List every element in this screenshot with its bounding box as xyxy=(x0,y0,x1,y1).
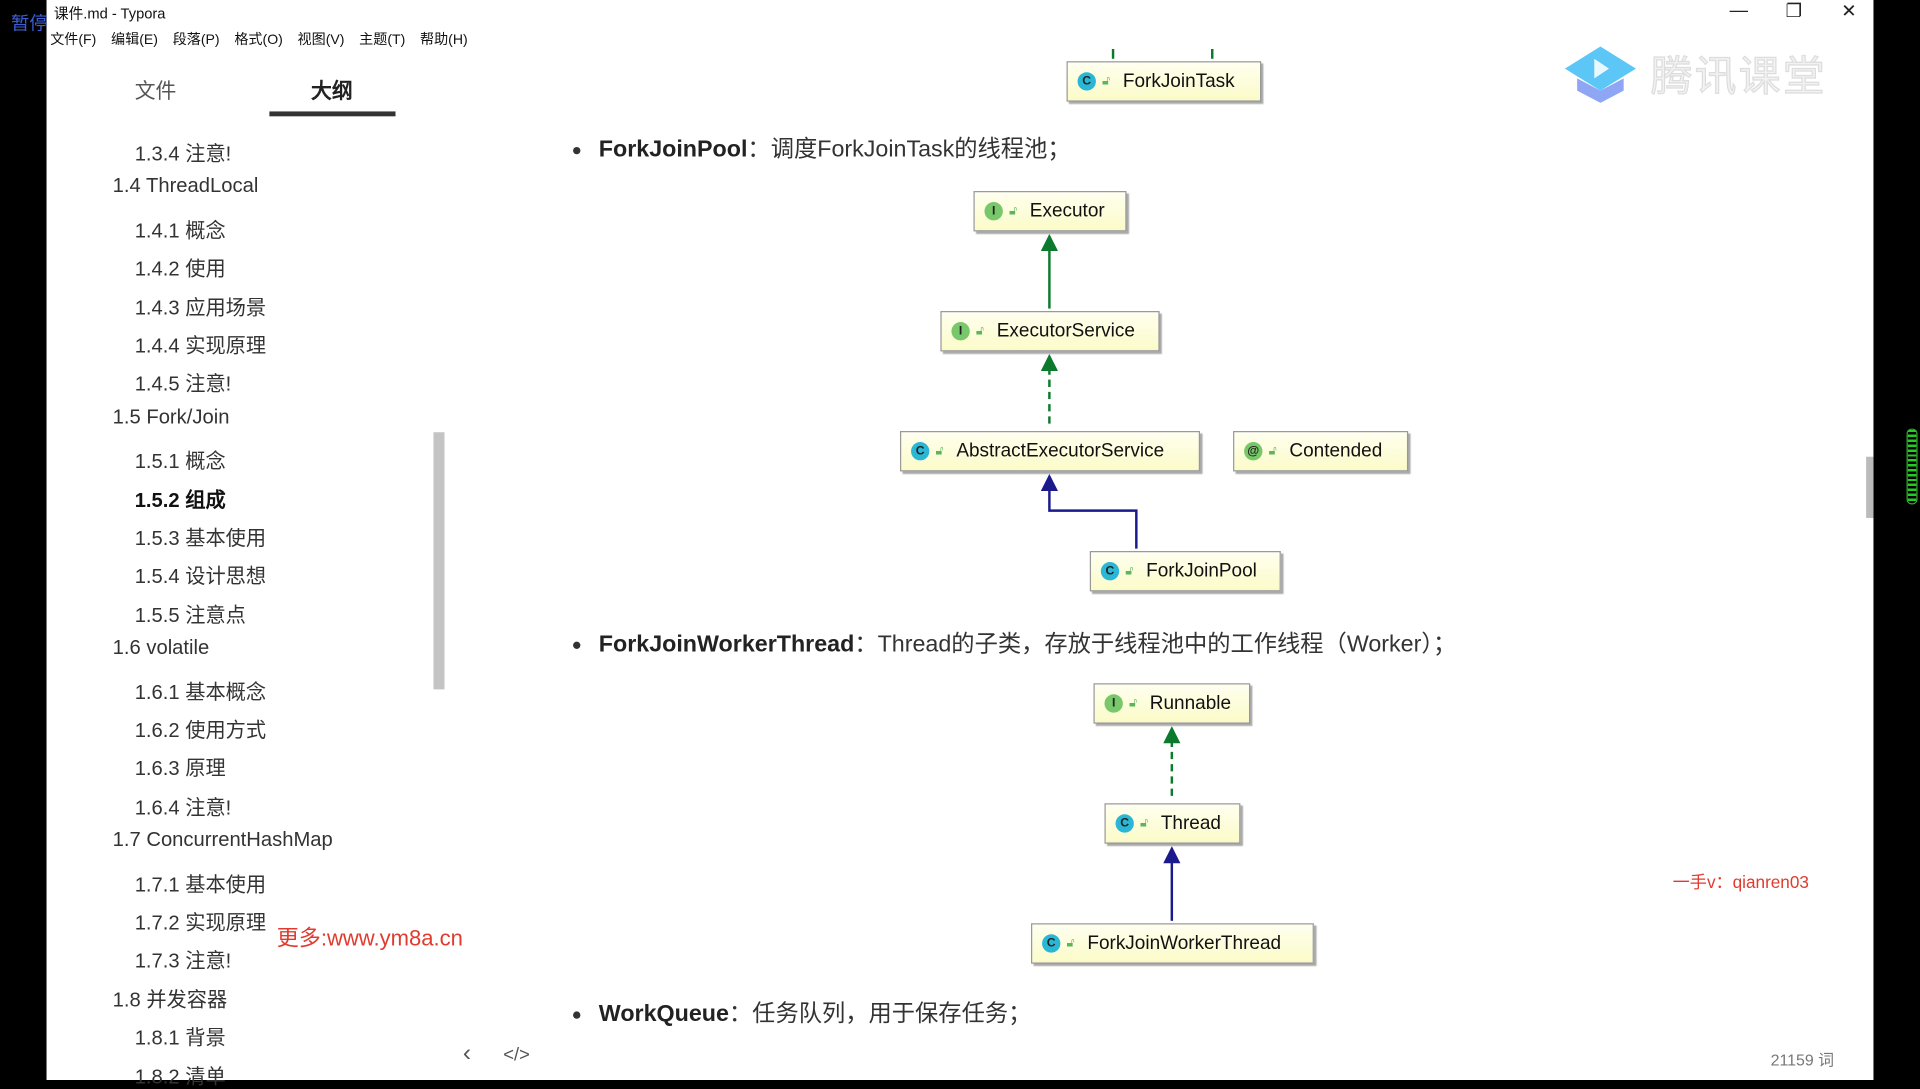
menu-help[interactable]: 帮助(H) xyxy=(420,33,468,48)
class-node-runnable: I 🔓︎ Runnable xyxy=(1093,683,1251,724)
outline-item[interactable]: 1.6.1 基本概念 xyxy=(134,681,267,704)
pause-overlay[interactable]: 暂停 xyxy=(11,13,48,35)
edge-executorservice-executor xyxy=(1040,233,1058,309)
outline-item[interactable]: 1.5.4 设计思想 xyxy=(134,566,267,589)
edge-abstract-executorservice xyxy=(1040,353,1058,429)
bullet-forkjoinpool: ForkJoinPool：调度ForkJoinTask的线程池； xyxy=(573,131,1071,164)
outline-item[interactable]: 1.7.1 基本使用 xyxy=(134,873,267,896)
class-name: ForkJoinWorkerThread xyxy=(1087,932,1282,954)
class-node-forkjoinworkerthread: C 🔓︎ ForkJoinWorkerThread xyxy=(1031,923,1314,964)
outline-item[interactable]: 1.4.2 使用 xyxy=(134,258,226,281)
active-tab-indicator xyxy=(269,111,396,117)
source-mode-button[interactable]: </> xyxy=(503,1044,530,1066)
menu-view[interactable]: 视图(V) xyxy=(297,33,345,48)
bullet-forkjoinworkerthread: ForkJoinWorkerThread：Thread的子类，存放于线程池中的工… xyxy=(573,626,1456,659)
menu-file[interactable]: 文件(F) xyxy=(50,33,97,48)
outline-item[interactable]: 1.5.5 注意点 xyxy=(134,604,246,627)
minimize-button[interactable]: — xyxy=(1729,0,1748,21)
class-name: ForkJoinTask xyxy=(1122,70,1235,92)
class-name: Executor xyxy=(1029,200,1105,222)
class-name: AbstractExecutorService xyxy=(956,440,1165,462)
battery-indicator xyxy=(1906,428,1918,505)
public-lock-icon: 🔓︎ xyxy=(935,444,944,458)
right-black-bar xyxy=(1873,0,1920,1081)
interface-icon: I xyxy=(951,322,970,341)
watermark-right: 一手v：qianren03 xyxy=(1672,871,1809,892)
menu-paragraph[interactable]: 段落(P) xyxy=(172,33,220,48)
outline-item[interactable]: 1.6.2 使用方式 xyxy=(134,720,267,743)
outline-item[interactable]: 1.4.5 注意! xyxy=(134,373,232,396)
class-node-contended: @ 🔓︎ Contended xyxy=(1233,431,1409,472)
class-icon: C xyxy=(1100,562,1120,581)
outline-item[interactable]: 1.7.3 注意! xyxy=(134,950,232,973)
class-node-thread: C 🔓︎ Thread xyxy=(1104,803,1241,844)
class-name: ExecutorService xyxy=(996,320,1135,342)
outline-item[interactable]: 1.3.4 注意! xyxy=(134,143,232,166)
outline-item[interactable]: 1.7 ConcurrentHashMap xyxy=(112,829,333,852)
class-node-executorservice: I 🔓︎ ExecutorService xyxy=(940,311,1160,352)
outline-item[interactable]: 1.5.1 概念 xyxy=(134,450,226,473)
interface-icon: I xyxy=(984,202,1003,221)
public-lock-icon: 🔓︎ xyxy=(1008,204,1017,218)
outline-item[interactable]: 1.4.4 实现原理 xyxy=(134,335,267,358)
outline-item[interactable]: 1.6.4 注意! xyxy=(134,796,232,819)
outline-item[interactable]: 1.8 并发容器 xyxy=(112,989,228,1012)
class-name: Contended xyxy=(1289,440,1383,462)
outline-item[interactable]: 1.5.3 基本使用 xyxy=(134,527,267,550)
tab-files[interactable]: 文件 xyxy=(134,79,177,103)
menu-theme[interactable]: 主题(T) xyxy=(359,33,406,48)
sidebar-scrollbar[interactable] xyxy=(433,432,445,690)
outline-item[interactable]: 1.4.1 概念 xyxy=(134,220,226,243)
class-icon: C xyxy=(1077,72,1096,91)
public-lock-icon: 🔓︎ xyxy=(1140,816,1148,831)
menu-bar: 文件(F) 编辑(E) 段落(P) 格式(O) 视图(V) 主题(T) 帮助(H… xyxy=(50,29,468,49)
outline-item[interactable]: 1.5 Fork/Join xyxy=(112,406,230,429)
editor-scrollbar[interactable] xyxy=(1866,456,1874,518)
interface-icon: I xyxy=(1104,694,1123,713)
word-count[interactable]: 21159 词 xyxy=(1770,1050,1835,1069)
class-node-forkjoinpool: C 🔓︎ ForkJoinPool xyxy=(1089,551,1281,592)
public-lock-icon: 🔓︎ xyxy=(1125,564,1134,578)
class-node-executor: I 🔓︎ Executor xyxy=(973,191,1127,232)
tab-outline[interactable]: 大纲 xyxy=(311,79,353,103)
class-icon: C xyxy=(1115,814,1134,833)
outline-item[interactable]: 1.6 volatile xyxy=(112,636,210,660)
edge-forkjoinworkerthread-thread xyxy=(1163,846,1181,921)
restore-button[interactable]: ❐ xyxy=(1785,1,1803,23)
window-title: 课件.md - Typora xyxy=(53,4,166,23)
public-lock-icon: 🔓︎ xyxy=(1102,74,1110,89)
watermark-left: 更多:www.ym8a.cn xyxy=(276,925,463,951)
outline-item[interactable]: 1.4 ThreadLocal xyxy=(112,175,259,198)
public-lock-icon: 🔓︎ xyxy=(1128,696,1137,711)
public-lock-icon: 🔓︎ xyxy=(1066,936,1075,951)
class-name: Thread xyxy=(1160,812,1221,834)
left-black-bar xyxy=(0,0,47,1081)
outline-item[interactable]: 1.6.3 原理 xyxy=(134,758,226,781)
class-icon: C xyxy=(1042,934,1061,953)
outline-item[interactable]: 1.4.3 应用场景 xyxy=(134,297,267,320)
edge-thread-runnable xyxy=(1163,726,1181,801)
tencent-classroom-logo: 腾讯课堂 xyxy=(1564,42,1827,103)
bullet-workqueue: WorkQueue：任务队列，用于保存任务； xyxy=(573,996,1031,1029)
sidebar-toggle-button[interactable]: ‹ xyxy=(462,1039,472,1067)
class-icon: C xyxy=(911,442,930,461)
edge-forkjoinpool-abstract xyxy=(1040,473,1138,549)
public-lock-icon: 🔓︎ xyxy=(1268,444,1277,458)
class-name: ForkJoinPool xyxy=(1146,560,1257,582)
class-node-forkjointask: C 🔓︎ ForkJoinTask xyxy=(1066,61,1262,102)
public-lock-icon: 🔓︎ xyxy=(975,324,984,338)
outline-item[interactable]: 1.7.2 实现原理 xyxy=(134,912,267,935)
class-name: Runnable xyxy=(1149,692,1232,714)
menu-format[interactable]: 格式(O) xyxy=(234,33,283,48)
class-node-abstractexecutorservice: C 🔓︎ AbstractExecutorService xyxy=(900,431,1201,472)
outline-item[interactable]: 1.5.2 组成 xyxy=(134,489,226,512)
logo-icon xyxy=(1564,46,1636,103)
annotation-icon: @ xyxy=(1244,442,1263,461)
menu-edit[interactable]: 编辑(E) xyxy=(111,33,158,48)
outline-item[interactable]: 1.8.1 背景 xyxy=(134,1027,226,1050)
close-button[interactable]: ✕ xyxy=(1841,1,1857,23)
